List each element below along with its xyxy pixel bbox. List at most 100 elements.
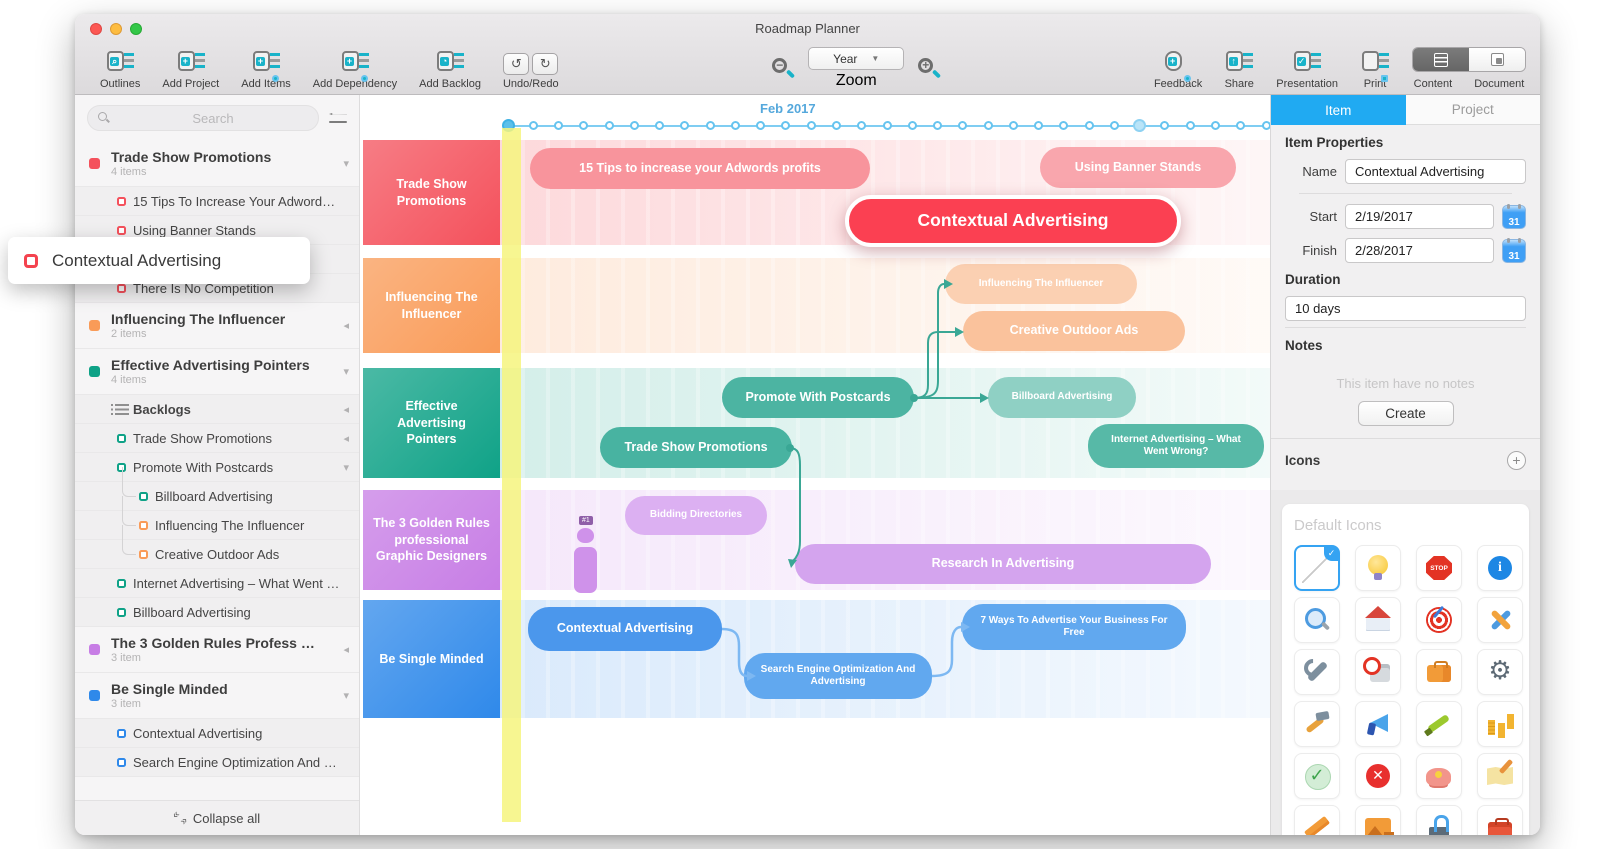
chevron-left-icon[interactable]: ◂ — [343, 644, 349, 656]
timeline-day-dot[interactable] — [629, 121, 639, 130]
add-project-button[interactable]: + Add Project — [162, 49, 219, 90]
tree-item-row[interactable]: Billboard Advertising — [75, 598, 359, 627]
start-date-field[interactable]: 2/19/2017 — [1345, 204, 1494, 229]
timeline-day-dot[interactable] — [655, 121, 665, 130]
add-backlog-button[interactable]: ◔ Add Backlog — [419, 49, 481, 90]
chevron-down-icon[interactable]: ▾ — [343, 158, 349, 170]
project-row-label[interactable]: Effective Advertising Pointers — [363, 368, 500, 478]
timeline-day-dot[interactable] — [680, 121, 690, 130]
presentation-button[interactable]: ✓ Presentation — [1276, 49, 1338, 90]
timeline-day-dot[interactable] — [857, 121, 867, 130]
icon-tile-hammer[interactable] — [1294, 701, 1340, 747]
icon-tile-deadline[interactable] — [1355, 649, 1401, 695]
tree-item-row[interactable]: Backlogs◂ — [75, 395, 359, 424]
outlines-button[interactable]: ⌕ Outlines — [100, 49, 140, 90]
roadmap-item-outdoor[interactable]: Creative Outdoor Ads — [963, 311, 1185, 351]
zoom-level-select[interactable]: Year▼ — [808, 47, 905, 70]
timeline-day-dot[interactable] — [958, 121, 968, 130]
roadmap-item-billboard[interactable]: Billboard Advertising — [988, 377, 1136, 418]
finish-date-field[interactable]: 2/28/2017 — [1345, 238, 1494, 263]
icon-tile-suitcase[interactable] — [1416, 649, 1462, 695]
search-input[interactable]: Search — [87, 105, 319, 131]
icon-tile-settings[interactable] — [1477, 649, 1523, 695]
timeline-day-dot[interactable] — [933, 121, 943, 130]
icon-tile-search[interactable] — [1294, 597, 1340, 643]
timeline-day-dot[interactable] — [1210, 121, 1220, 130]
timeline-day-dot[interactable] — [1084, 121, 1094, 130]
tree-item-row[interactable]: Promote With Postcards▾ — [75, 453, 359, 482]
tree-item-row[interactable]: Internet Advertising – What Went … — [75, 569, 359, 598]
tree-item-row[interactable]: Contextual Advertising — [75, 719, 359, 748]
icon-tile-cancel[interactable] — [1355, 753, 1401, 799]
icon-tile-marker[interactable] — [1416, 701, 1462, 747]
icon-tile-savings[interactable] — [1416, 753, 1462, 799]
timeline-day-dot[interactable] — [756, 121, 766, 130]
roadmap-item-infl[interactable]: Influencing The Influencer — [945, 264, 1137, 304]
zoom-out-button[interactable]: − — [770, 56, 796, 82]
timeline-day-dot[interactable] — [831, 121, 841, 130]
feedback-button[interactable]: + Feedback — [1154, 49, 1202, 90]
timeline-day-dot[interactable] — [528, 121, 538, 130]
chevron-down-icon[interactable]: ▾ — [343, 461, 349, 474]
icon-tile-image[interactable] — [1355, 805, 1401, 835]
roadmap-item-ctxdrag[interactable]: Contextual Advertising — [845, 195, 1181, 247]
collapse-all-button[interactable]: Collapse all — [75, 800, 359, 835]
roadmap-item-banner[interactable]: Using Banner Stands — [1040, 147, 1236, 188]
project-row-label[interactable]: Trade Show Promotions — [363, 140, 500, 245]
timeline-day-dot[interactable] — [806, 121, 816, 130]
share-button[interactable]: ↑ Share — [1224, 49, 1254, 90]
tree-item-row[interactable]: Influencing The Influencer — [75, 496, 359, 540]
chevron-down-icon[interactable]: ▾ — [343, 690, 349, 702]
tree-item-row[interactable]: Trade Show Promotions◂ — [75, 424, 359, 453]
finish-calendar-icon[interactable]: 31 — [1502, 237, 1526, 263]
icon-tile-info[interactable] — [1477, 545, 1523, 591]
roadmap-item-ways[interactable]: 7 Ways To Advertise Your Business For Fr… — [962, 604, 1186, 650]
tree-item-row[interactable]: Search Engine Optimization And … — [75, 748, 359, 777]
timeline-day-dot[interactable] — [1133, 119, 1147, 132]
timeline-day-dot[interactable] — [983, 121, 993, 130]
redo-button[interactable]: ↻ — [532, 53, 559, 75]
roadmap-item-seo[interactable]: Search Engine Optimization And Advertisi… — [744, 653, 932, 699]
add-icon-button[interactable]: + — [1507, 451, 1526, 470]
name-field[interactable]: Contextual Advertising — [1345, 159, 1526, 184]
icon-tile-plan[interactable] — [1477, 753, 1523, 799]
timeline-day-dot[interactable] — [1008, 121, 1018, 130]
icon-tile-target[interactable] — [1416, 597, 1462, 643]
tree-project-row[interactable]: The 3 Golden Rules Profess …3 item◂ — [75, 627, 359, 673]
tab-item[interactable]: Item — [1271, 95, 1406, 125]
dragged-item-card[interactable]: Contextual Advertising — [8, 237, 310, 284]
content-view-button[interactable] — [1413, 48, 1470, 71]
roadmap-item-tips[interactable]: 15 Tips to increase your Adwords profits — [530, 148, 870, 189]
icon-tile-clip[interactable] — [1416, 805, 1462, 835]
icon-tile-home[interactable] — [1355, 597, 1401, 643]
timeline-day-dot[interactable] — [730, 121, 740, 130]
timeline-day-dot[interactable] — [1034, 121, 1044, 130]
tab-project[interactable]: Project — [1405, 95, 1540, 125]
project-row-label[interactable]: Be Single Minded — [363, 600, 500, 718]
chevron-left-icon[interactable]: ◂ — [343, 403, 349, 416]
timeline-day-dot[interactable] — [781, 121, 791, 130]
tree-item-row[interactable]: 15 Tips To Increase Your Adword… — [75, 187, 359, 216]
timeline-day-dot[interactable] — [1261, 121, 1270, 130]
roadmap-item-research[interactable]: Research In Advertising — [795, 544, 1211, 584]
roadmap-item-bidding[interactable]: Bidding Directories — [625, 496, 767, 535]
undo-button[interactable]: ↺ — [503, 53, 530, 75]
project-row-label[interactable]: The 3 Golden Rules professional Graphic … — [363, 490, 500, 590]
create-note-button[interactable]: Create — [1357, 401, 1454, 426]
timeline-day-dot[interactable] — [1059, 121, 1069, 130]
duration-field[interactable]: 10 days — [1285, 296, 1526, 321]
timeline-day-dot[interactable] — [604, 121, 614, 130]
icon-tile-idea[interactable] — [1355, 545, 1401, 591]
icon-tile-stop[interactable] — [1416, 545, 1462, 591]
icon-tile-wrench[interactable] — [1294, 649, 1340, 695]
icon-tile-done[interactable] — [1294, 753, 1340, 799]
roadmap-item-internet[interactable]: Internet Advertising – What Went Wrong? — [1088, 424, 1264, 468]
project-row-label[interactable]: Influencing The Influencer — [363, 258, 500, 353]
icon-tile-finance[interactable] — [1477, 701, 1523, 747]
roadmap-item-ctx[interactable]: Contextual Advertising — [528, 607, 722, 651]
document-view-button[interactable] — [1469, 48, 1526, 71]
